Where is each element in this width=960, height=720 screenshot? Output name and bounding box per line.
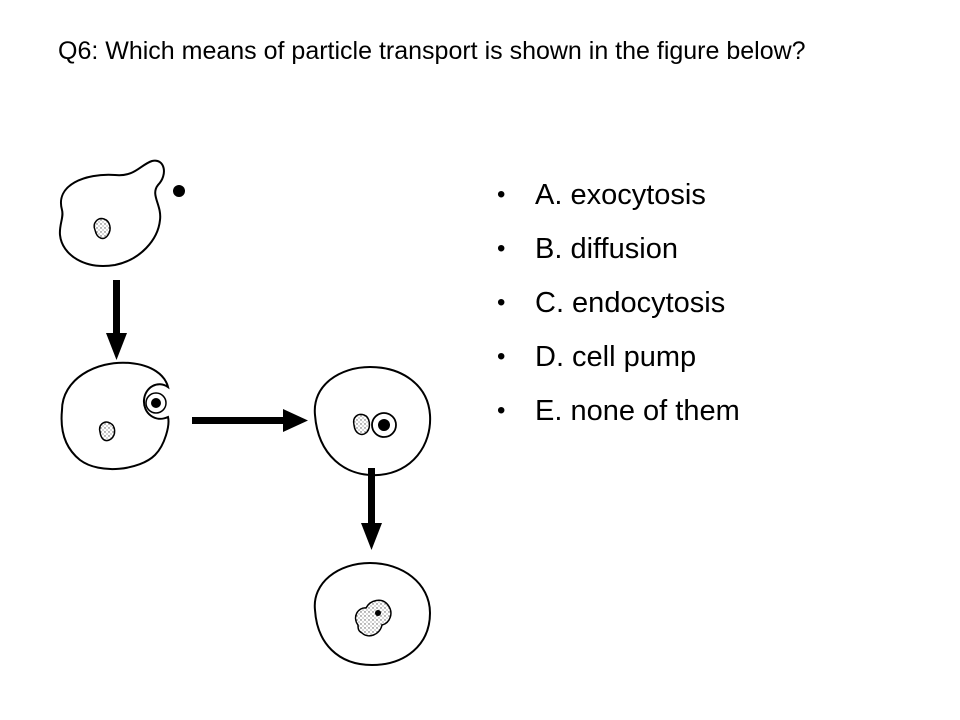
answer-option-c: • C. endocytosis	[497, 276, 740, 330]
answer-option-d: • D. cell pump	[497, 330, 740, 384]
particle-icon	[378, 419, 390, 431]
answer-option-e: • E. none of them	[497, 384, 740, 438]
option-label: E. none of them	[535, 395, 740, 427]
particle-icon	[375, 610, 381, 616]
arrow-right-icon	[192, 409, 308, 432]
question-text: Q6: Which means of particle transport is…	[58, 37, 806, 65]
answer-option-a: • A. exocytosis	[497, 168, 740, 222]
answer-option-b: • B. diffusion	[497, 222, 740, 276]
particle-icon	[173, 185, 185, 197]
bullet-icon: •	[497, 235, 506, 262]
particle-icon	[151, 398, 161, 408]
option-label: B. diffusion	[535, 233, 678, 265]
bullet-icon: •	[497, 289, 506, 316]
bullet-icon: •	[497, 181, 506, 208]
cell-stage-1	[58, 159, 185, 267]
option-label: A. exocytosis	[535, 179, 706, 211]
option-label: D. cell pump	[535, 341, 697, 373]
bullet-icon: •	[497, 343, 506, 370]
bullet-icon: •	[497, 397, 506, 424]
answer-options-list: • A. exocytosis • B. diffusion • C. endo…	[497, 168, 740, 438]
arrow-down-icon	[361, 468, 382, 550]
arrow-down-icon	[106, 280, 127, 360]
cell-stage-3	[313, 365, 432, 477]
endocytosis-diagram-icon	[58, 159, 432, 667]
cell-stage-2	[60, 361, 170, 471]
option-label: C. endocytosis	[535, 287, 726, 319]
cell-transport-figure	[40, 155, 480, 675]
cell-stage-4	[313, 561, 432, 667]
